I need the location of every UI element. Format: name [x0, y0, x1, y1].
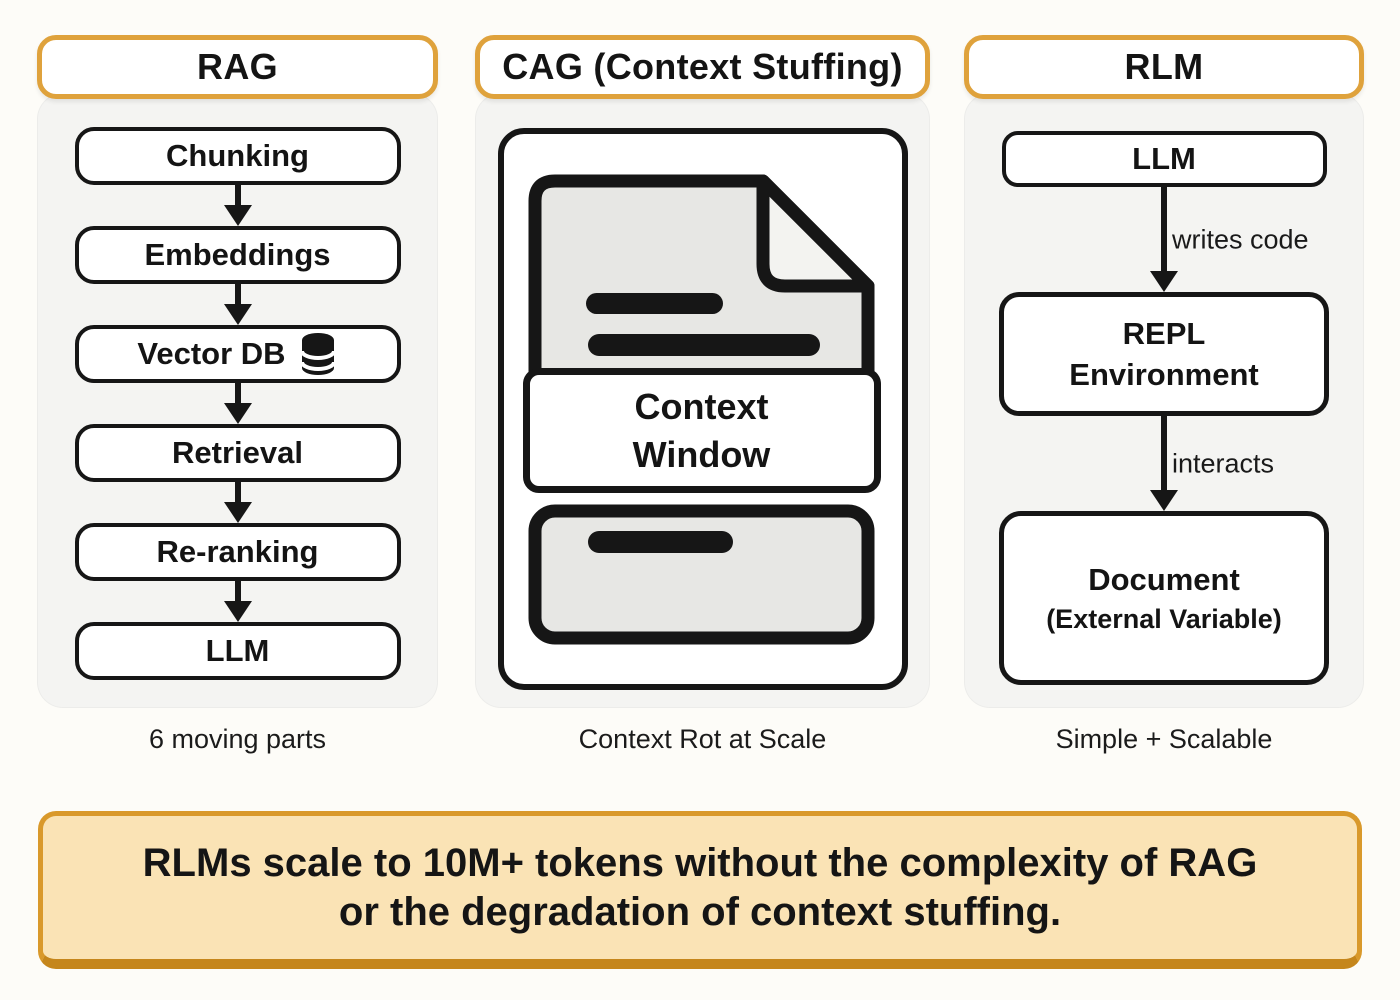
rag-step-vector-db-label: Vector DB	[137, 336, 286, 371]
cag-column: CAG (Context Stuffing) Context	[475, 35, 930, 755]
rlm-flow: LLM writes code REPL Environment interac…	[964, 93, 1364, 685]
rag-step-llm: LLM	[74, 622, 401, 680]
rag-step-retrieval: Retrieval	[74, 424, 401, 482]
context-window-line1: Context	[634, 385, 769, 427]
cag-panel: Context Window	[475, 93, 930, 708]
cag-title: CAG (Context Stuffing)	[475, 35, 930, 99]
rlm-node-document: Document (External Variable)	[999, 511, 1329, 685]
down-arrow	[223, 185, 252, 226]
down-arrow-interacts: interacts	[1150, 416, 1274, 511]
document-line1: Document	[1088, 562, 1240, 597]
rag-panel: Chunking Embeddings Vector DB	[37, 93, 438, 708]
edge-label-interacts: interacts	[1172, 448, 1275, 478]
repl-line2: Environment	[1069, 357, 1259, 392]
down-arrow	[223, 383, 252, 424]
context-window-line2: Window	[632, 433, 771, 475]
rag-step-embeddings: Embeddings	[74, 226, 401, 284]
rlm-node-repl-environment: REPL Environment	[999, 292, 1329, 416]
context-window-box: Context Window	[522, 368, 881, 493]
rag-title: RAG	[37, 35, 438, 99]
rlm-column: RLM LLM writes code REPL Environment int…	[964, 35, 1364, 755]
down-arrow	[223, 581, 252, 622]
cag-caption: Context Rot at Scale	[578, 724, 827, 754]
rag-step-vector-db: Vector DB	[74, 325, 401, 383]
cag-document-frame: Context Window	[497, 128, 908, 690]
columns-row: RAG Chunking Embeddings Vector DB	[37, 35, 1364, 755]
rlm-panel: LLM writes code REPL Environment interac…	[964, 93, 1364, 708]
rag-step-re-ranking: Re-ranking	[74, 523, 401, 581]
repl-line1: REPL	[1122, 316, 1206, 351]
down-arrow	[223, 482, 252, 523]
rag-step-chunking: Chunking	[74, 127, 401, 185]
edge-label-writes-code: writes code	[1172, 224, 1309, 254]
document-line2: (External Variable)	[1046, 604, 1282, 634]
rag-caption: 6 moving parts	[148, 724, 327, 754]
summary-banner: RLMs scale to 10M+ tokens without the co…	[38, 811, 1362, 969]
rlm-node-llm: LLM	[1001, 131, 1327, 187]
rlm-caption: Simple + Scalable	[1055, 724, 1273, 754]
summary-line2: or the degradation of context stuffing.	[338, 889, 1062, 934]
rag-column: RAG Chunking Embeddings Vector DB	[37, 35, 438, 755]
database-icon	[299, 333, 336, 375]
down-arrow-writes-code: writes code	[1150, 187, 1309, 292]
rag-flow: Chunking Embeddings Vector DB	[37, 93, 438, 680]
down-arrow	[223, 284, 252, 325]
rlm-title: RLM	[964, 35, 1364, 99]
summary-line1: RLMs scale to 10M+ tokens without the co…	[142, 840, 1258, 885]
